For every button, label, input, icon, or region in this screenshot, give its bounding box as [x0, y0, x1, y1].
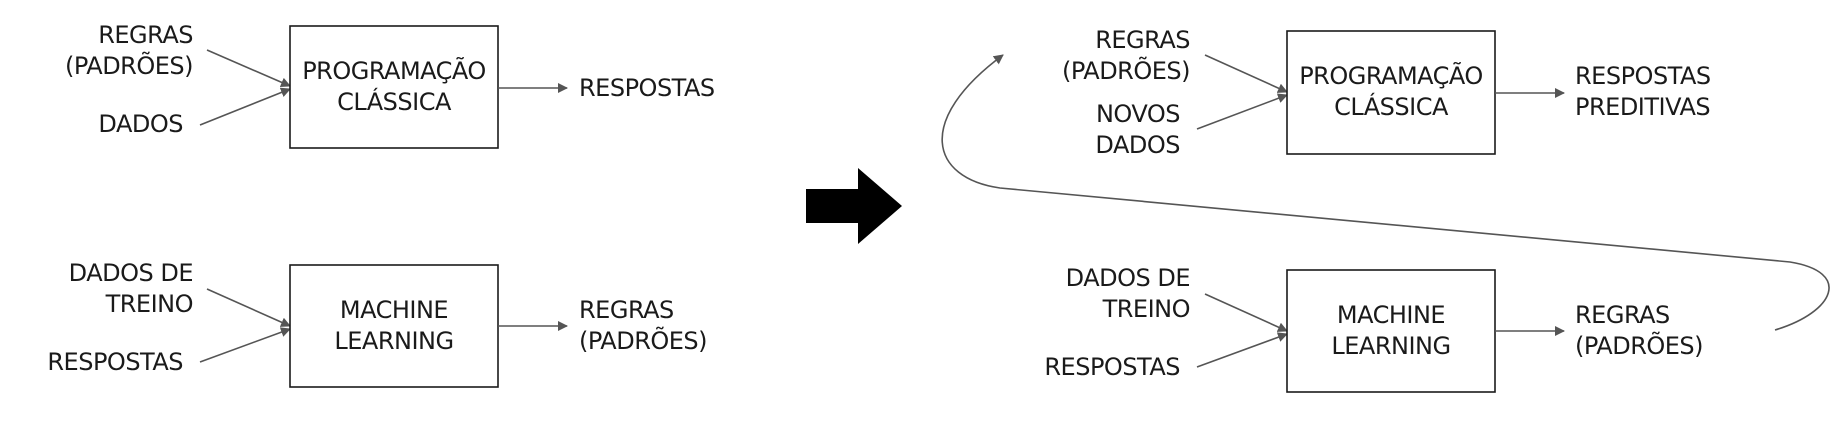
- right-ml-input-training-data: DADOS DE TREINO: [1066, 264, 1190, 323]
- right-classic-output: RESPOSTAS PREDITIVAS: [1575, 62, 1711, 121]
- right-classic-data-arrow: [1196, 93, 1288, 130]
- right-classic-input-new-data: NOVOS DADOS: [1095, 100, 1180, 159]
- label-line: MACHINE: [1337, 301, 1445, 329]
- right-classic-input-rules: REGRAS(PADRÕES): [1062, 26, 1190, 85]
- label-line: PROGRAMAÇÃO: [302, 55, 486, 85]
- label-line: TREINO: [105, 290, 193, 318]
- label-line: (PADRÕES): [65, 50, 193, 80]
- left-ml-training-arrow: [206, 288, 291, 327]
- right-ml-block: DADOS DE TREINO RESPOSTAS MACHINE LEARNING…: [1044, 264, 1704, 393]
- right-classic-rules-arrow: [1204, 54, 1288, 93]
- right-ml-box: [1286, 269, 1496, 393]
- label-line: DADOS: [98, 110, 183, 138]
- left-ml-input-answers: RESPOSTAS: [47, 348, 183, 376]
- left-ml-answers-arrow: [199, 327, 291, 363]
- left-classic-data-arrow: [199, 87, 291, 126]
- right-ml-box-label: MACHINE LEARNING: [1331, 301, 1450, 360]
- label-line: CLÁSSICA: [337, 87, 452, 116]
- left-ml-output: REGRAS(PADRÕES): [579, 296, 707, 355]
- left-ml-box-label: MACHINE LEARNING: [334, 296, 453, 355]
- right-ml-output: REGRAS(PADRÕES): [1575, 301, 1703, 360]
- label-line: REGRAS: [1095, 26, 1190, 54]
- label-line: (PADRÕES): [1575, 330, 1703, 360]
- right-ml-training-arrow: [1204, 293, 1288, 332]
- label-line: (PADRÕES): [579, 325, 707, 355]
- label-line: RESPOSTAS: [47, 348, 183, 376]
- label-line: LEARNING: [334, 327, 453, 355]
- label-line: REGRAS: [1575, 301, 1670, 329]
- label-line: DADOS: [1095, 131, 1180, 159]
- right-ml-answers-arrow: [1196, 332, 1288, 368]
- label-line: RESPOSTAS: [1044, 353, 1180, 381]
- left-classic-input-data: DADOS: [98, 110, 183, 138]
- label-line: RESPOSTAS: [1575, 62, 1711, 90]
- left-ml-input-training-data: DADOS DE TREINO: [69, 259, 193, 318]
- label-line: PROGRAMAÇÃO: [1299, 60, 1483, 90]
- label-line: DADOS DE: [1066, 264, 1190, 292]
- label-line: RESPOSTAS: [579, 74, 715, 102]
- transition-arrow-icon: [806, 168, 902, 244]
- left-ml-box: [289, 264, 499, 388]
- label-line: REGRAS: [98, 21, 193, 49]
- right-ml-input-answers: RESPOSTAS: [1044, 353, 1180, 381]
- left-classic-box: [289, 25, 499, 149]
- left-ml-block: DADOS DE TREINO RESPOSTAS MACHINE LEARNING…: [47, 259, 708, 388]
- left-classic-output: RESPOSTAS: [579, 74, 715, 102]
- label-line: TREINO: [1102, 295, 1190, 323]
- label-line: REGRAS: [579, 296, 674, 324]
- label-line: NOVOS: [1096, 100, 1180, 128]
- label-line: (PADRÕES): [1062, 55, 1190, 85]
- feedback-loop-arrow: [941, 54, 1830, 331]
- label-line: DADOS DE: [69, 259, 193, 287]
- left-classic-rules-arrow: [206, 49, 291, 88]
- label-line: MACHINE: [340, 296, 448, 324]
- left-classic-input-rules: REGRAS(PADRÕES): [65, 21, 193, 80]
- label-line: PREDITIVAS: [1575, 93, 1710, 121]
- label-line: LEARNING: [1331, 332, 1450, 360]
- label-line: CLÁSSICA: [1334, 92, 1449, 121]
